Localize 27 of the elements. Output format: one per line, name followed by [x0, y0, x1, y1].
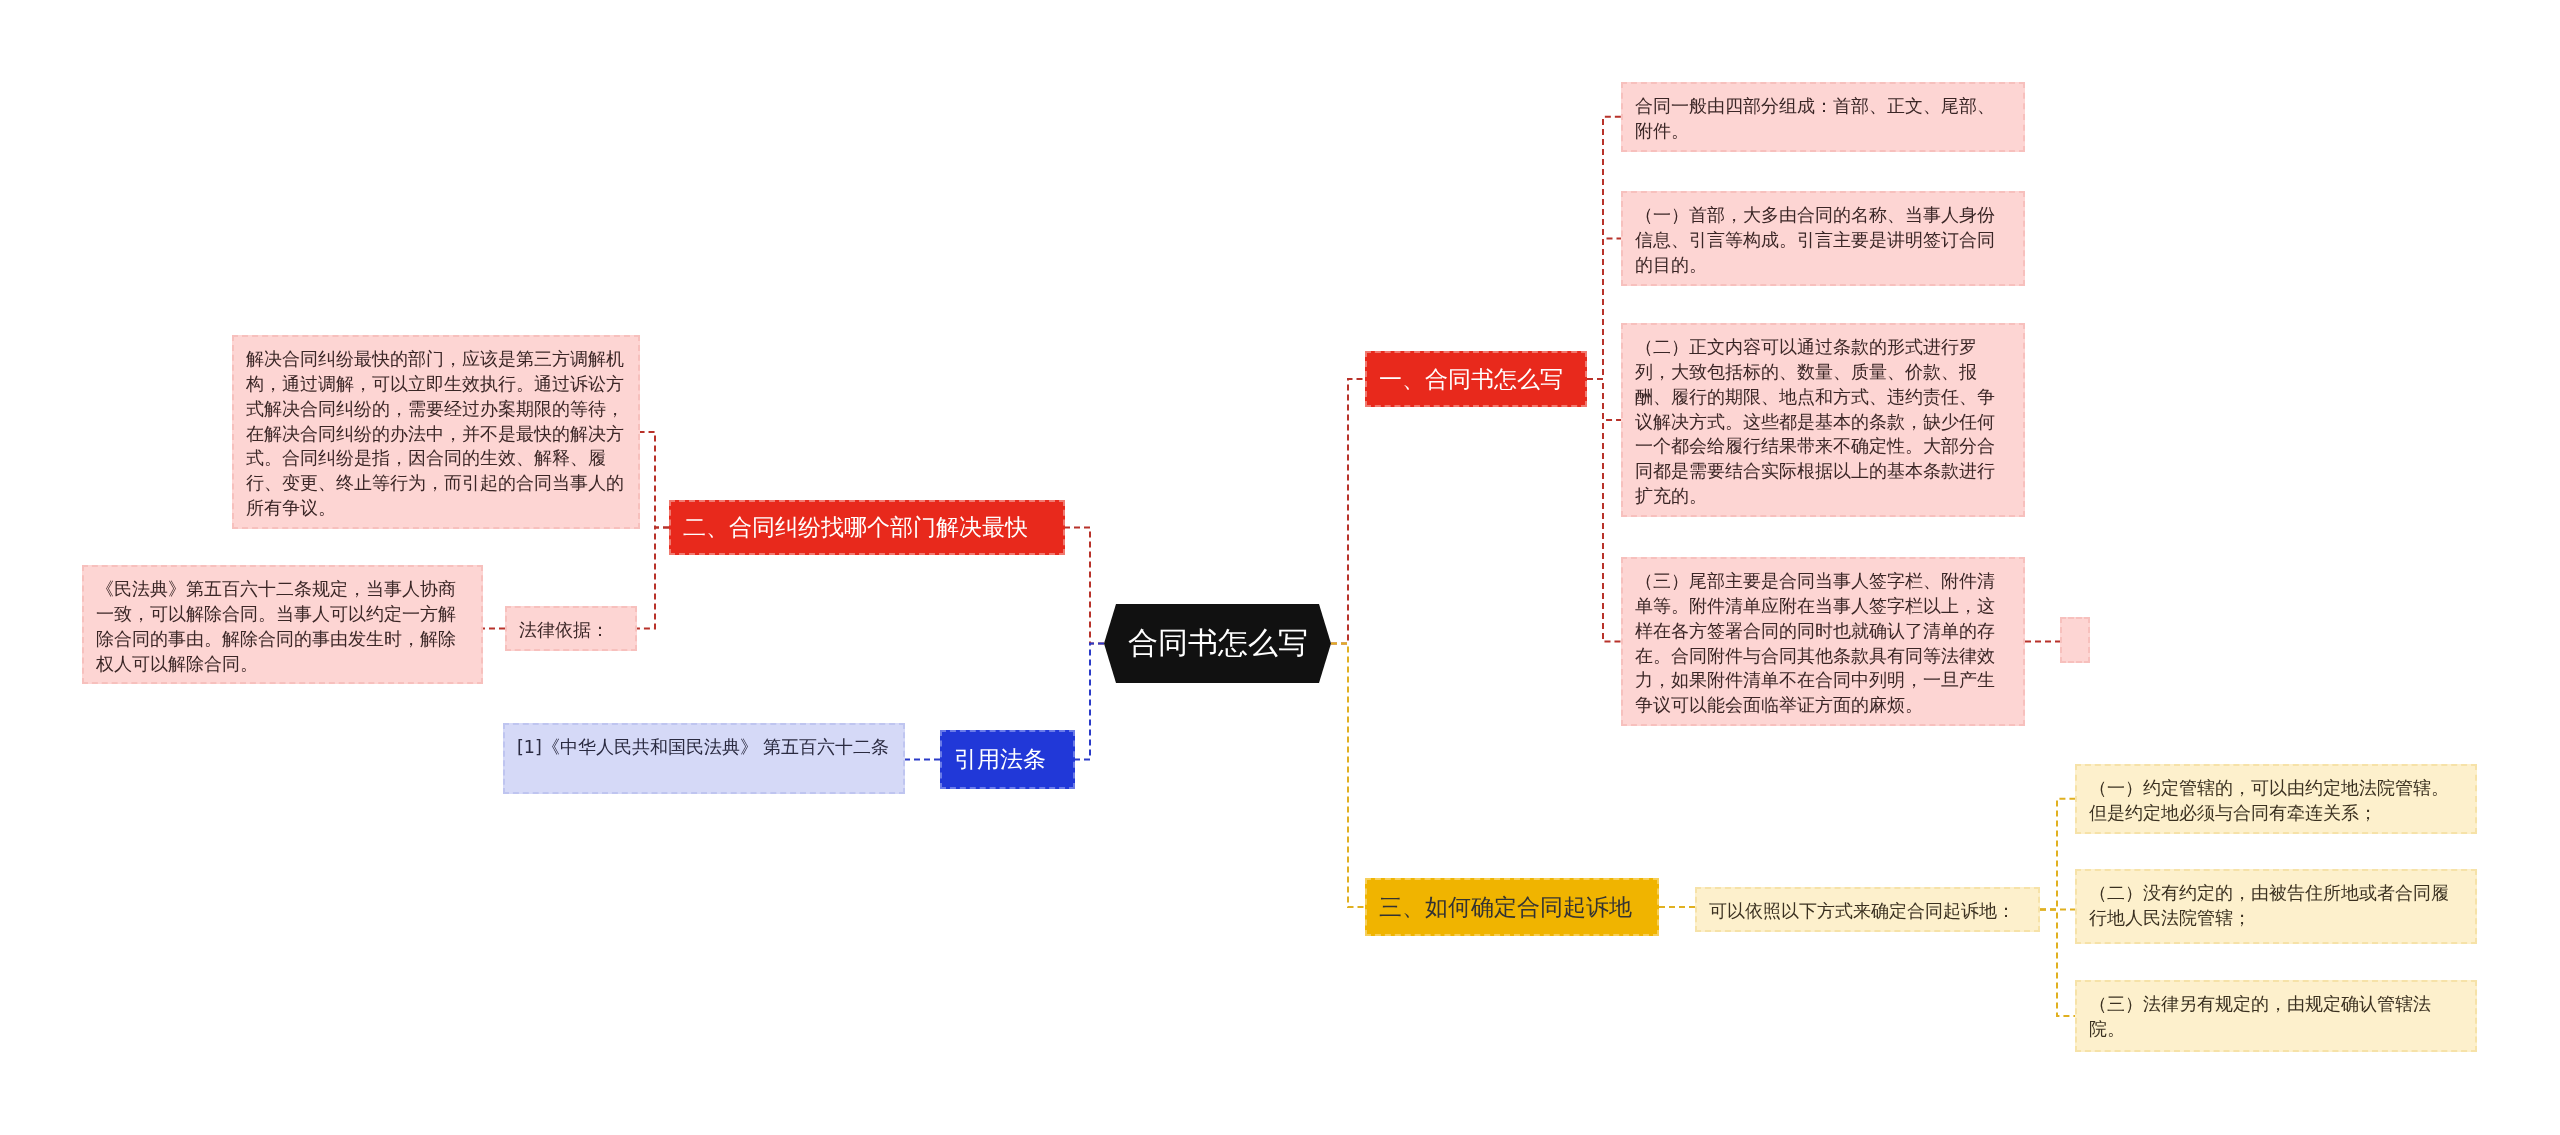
note-box: （三）法律另有规定的，由规定确认管辖法院。	[2075, 980, 2477, 1052]
note-box: （一）约定管辖的，可以由约定地法院管辖。但是约定地必须与合同有牵连关系；	[2075, 764, 2477, 834]
empty-box	[2060, 617, 2090, 663]
connector	[482, 627, 506, 630]
connector	[904, 758, 941, 761]
connector	[2039, 908, 2076, 1017]
note-box: 合同一般由四部分组成：首部、正文、尾部、附件。	[1621, 82, 2025, 152]
note-box: [1]《中华人民共和国民法典》 第五百六十二条	[503, 723, 905, 794]
note-box: （三）尾部主要是合同当事人签字栏、附件清单等。附件清单应附在当事人签字栏以上，这样在各方签署合同的同时也就确认了清单的存在。合同附件与合同其他条款具有同等法律效力，如果附件清单不在合同中列明，一旦产生争议可以能会面临举证方面的麻烦。	[1621, 557, 2025, 727]
connector	[1074, 642, 1105, 761]
note-box: 《民法典》第五百六十二条规定，当事人协商一致，可以解除合同。当事人可以约定一方解除合同的事由。解除合同的事由发生时，解除权人可以解除合同。	[82, 565, 483, 685]
note-box: （一）首部，大多由合同的名称、当事人身份信息、引言等构成。引言主要是讲明签订合同的目的。	[1621, 191, 2025, 286]
note-box: 解决合同纠纷最快的部门，应该是第三方调解机构，通过调解，可以立即生效执行。通过诉讼方式解决合同纠纷的，需要经过办案期限的等待，在解决合同纠纷的办法中，并不是最快的解决方式。合同纠纷是指，因合同的生效、解释、履行、变更、终止等行为，而引起的合同当事人的所有争议。	[232, 335, 640, 529]
connector	[1658, 906, 1696, 908]
connector	[1330, 642, 1366, 908]
connector	[1586, 378, 1622, 643]
topic-box: 一、合同书怎么写	[1365, 351, 1587, 407]
topic-box: 引用法条	[940, 730, 1075, 789]
note-box: 法律依据：	[505, 606, 637, 651]
note-box: 可以依照以下方式来确定合同起诉地：	[1695, 887, 2040, 932]
note-box: （二）正文内容可以通过条款的形式进行罗列，大致包括标的、数量、质量、价款、报酬、履行的期限、地点和方式、违约责任、争议解决方式。这些都是基本的条款，缺少任何一个都会给履行结果带来不确定性。大部分合同都是需要结合实际根据以上的基本条款进行扩充的。	[1621, 323, 2025, 517]
connector	[2024, 640, 2061, 643]
note-box: （二）没有约定的，由被告住所地或者合同履行地人民法院管辖；	[2075, 869, 2477, 944]
topic-box: 三、如何确定合同起诉地	[1365, 878, 1659, 936]
central-topic-label: 合同书怎么写	[1127, 624, 1308, 663]
topic-box: 二、合同纠纷找哪个部门解决最快	[669, 500, 1065, 555]
connector	[636, 526, 670, 630]
